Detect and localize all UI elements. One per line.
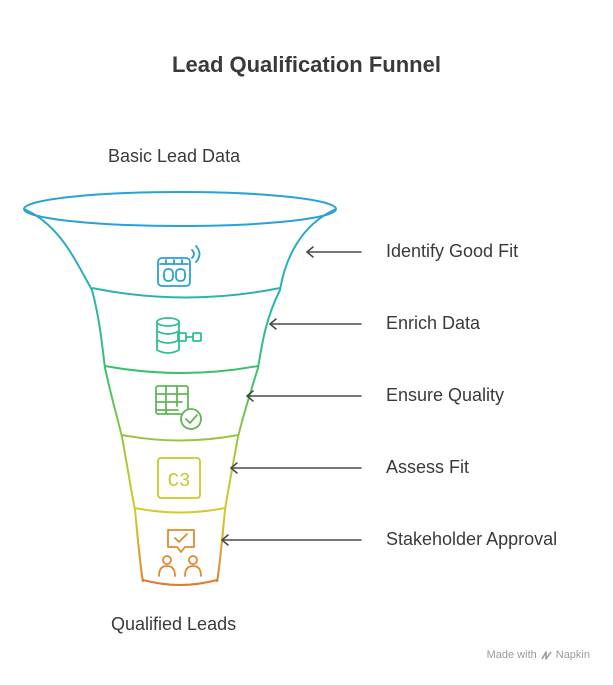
approval-meeting-icon	[158, 529, 202, 577]
arrow-identify-good-fit	[306, 246, 362, 258]
stage-divider-4	[134, 507, 226, 514]
arrow-ensure-quality	[246, 390, 362, 402]
table-check-icon	[155, 385, 202, 430]
funnel-mouth	[23, 191, 337, 227]
stage-divider-2	[104, 365, 259, 374]
stage-label-stakeholder-approval: Stakeholder Approval	[386, 529, 558, 549]
arrow-enrich-data	[269, 318, 362, 330]
funnel-output-label: Qualified Leads	[111, 614, 237, 634]
funnel-left-side	[23, 208, 144, 583]
watermark-prefix: Made with	[486, 649, 537, 661]
c3-badge-text: C3	[168, 470, 191, 492]
watermark: Made with Napkin	[487, 649, 590, 661]
stage-arrows	[221, 246, 362, 546]
stage-divider-3	[121, 434, 239, 442]
stage-divider-1	[91, 287, 281, 299]
c3-badge-icon: C3	[157, 457, 201, 499]
database-link-icon	[156, 317, 202, 354]
arrow-stakeholder-approval	[221, 534, 362, 546]
diagram-title: Lead Qualification Funnel	[172, 52, 441, 77]
watermark-brand: Napkin	[555, 649, 590, 661]
napkin-logo-icon	[541, 650, 552, 660]
stage-label-assess-fit: Assess Fit	[386, 457, 470, 477]
stage-label-enrich-data: Enrich Data	[386, 313, 481, 333]
smart-scale-icon	[157, 245, 201, 287]
funnel-bottom	[142, 579, 218, 586]
stage-label-identify-good-fit: Identify Good Fit	[386, 241, 519, 261]
stage-label-ensure-quality: Ensure Quality	[386, 385, 505, 405]
funnel-input-label: Basic Lead Data	[108, 146, 241, 166]
arrow-assess-fit	[230, 462, 362, 474]
